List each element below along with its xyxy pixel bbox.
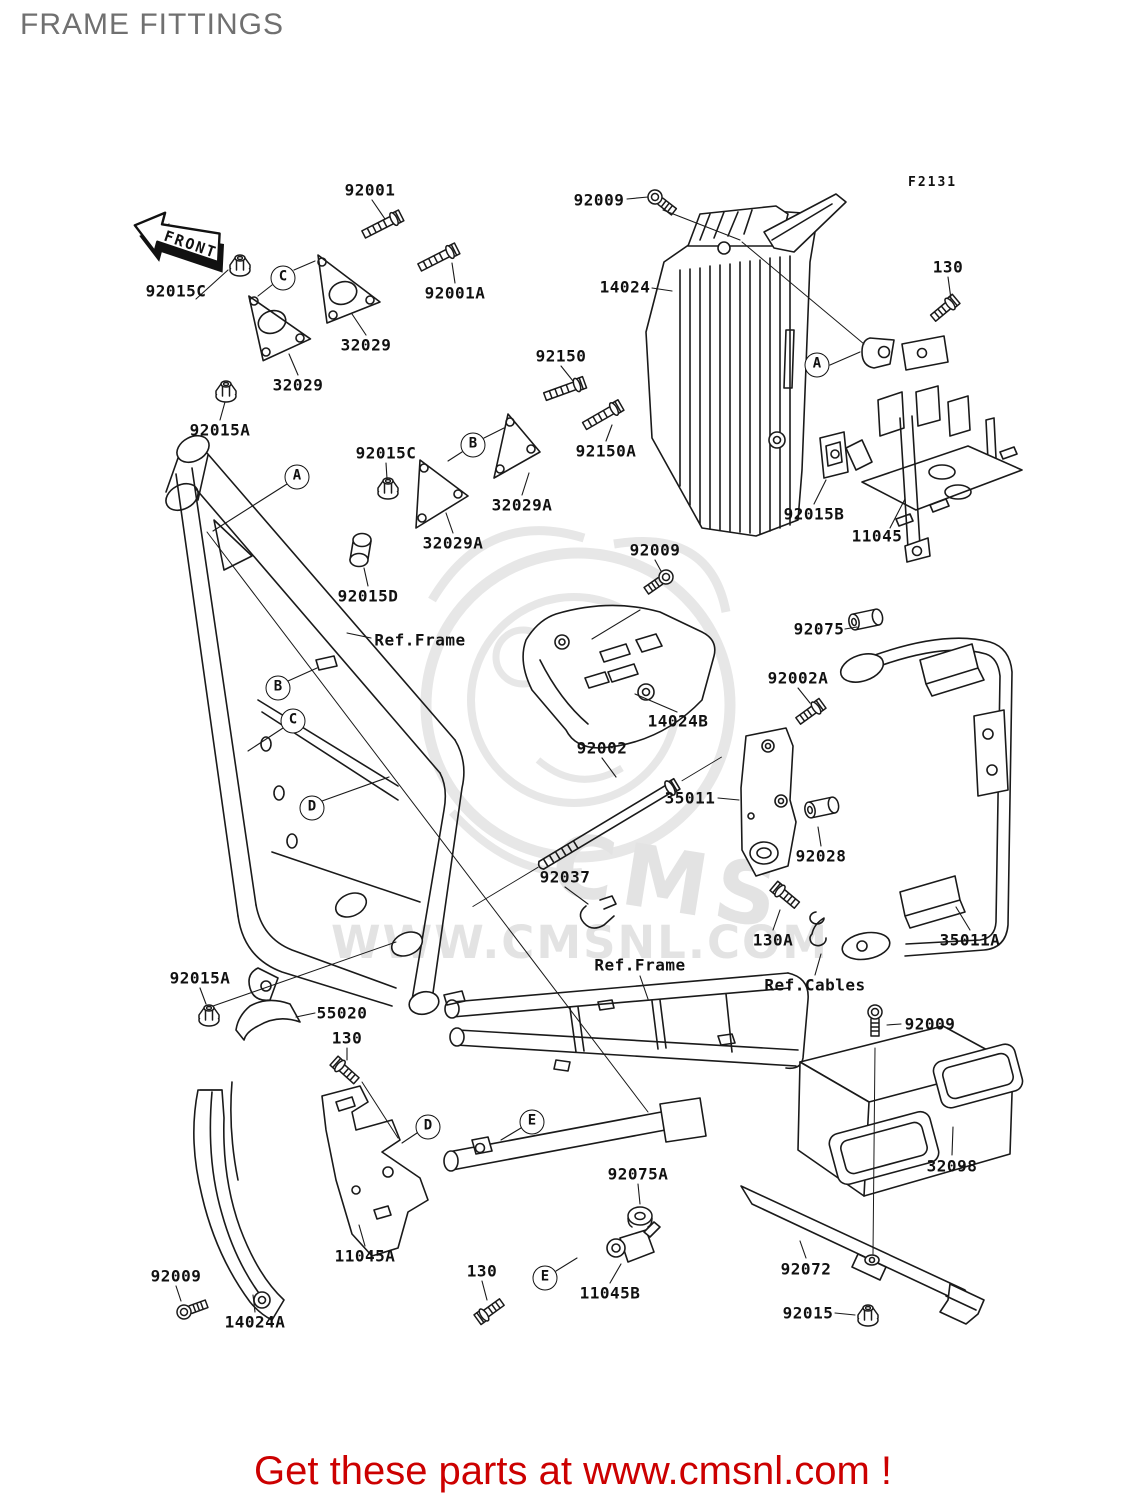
part-label-32098: 32098	[926, 1156, 978, 1176]
art-11045b	[606, 1221, 661, 1263]
part-label-32029: 32029	[340, 335, 392, 355]
callout-c: C	[270, 265, 296, 291]
part-label-14024b: 14024B	[647, 711, 709, 731]
art-32029-plates	[248, 254, 381, 362]
art-11045a	[321, 1085, 429, 1257]
part-label-92015a-2: 92015A	[169, 968, 231, 988]
part-label-11045a: 11045A	[334, 1246, 396, 1266]
callout-a: A	[804, 352, 830, 378]
part-label-130a: 130A	[752, 930, 794, 950]
part-label-92015b: 92015B	[783, 504, 845, 524]
part-label-92015: 92015	[782, 1303, 834, 1323]
callout-c-2: C	[280, 708, 306, 734]
art-14024b	[522, 604, 716, 749]
callout-d-2: D	[415, 1114, 441, 1140]
part-label-32029a: 32029A	[491, 495, 553, 515]
art-92015b	[819, 431, 849, 479]
art-32029a-plates	[415, 413, 541, 529]
art-ref-frame-main	[165, 434, 465, 1016]
callout-b: B	[460, 432, 486, 458]
part-label-ref-frame: Ref.Frame	[374, 630, 466, 650]
part-label-92015c: 92015C	[145, 281, 207, 301]
art-92015d	[349, 532, 372, 568]
part-label-55020: 55020	[316, 1003, 368, 1023]
part-label-92009-3: 92009	[904, 1014, 956, 1034]
art-ref-frame-rear	[443, 972, 809, 1172]
part-label-92009-4: 92009	[150, 1266, 202, 1286]
part-label-14024a: 14024A	[224, 1312, 286, 1332]
callout-d: D	[299, 795, 325, 821]
part-label-92075a: 92075A	[607, 1164, 669, 1184]
part-label-92015c-2: 92015C	[355, 443, 417, 463]
part-label-ref-cables: Ref.Cables	[764, 975, 866, 995]
part-label-92002a: 92002A	[767, 668, 829, 688]
art-55020	[235, 999, 301, 1041]
art-92037	[579, 895, 617, 929]
part-label-92002: 92002	[576, 738, 628, 758]
part-label-92037: 92037	[539, 867, 591, 887]
page-title: FRAME FITTINGS	[20, 8, 284, 41]
part-label-11045: 11045	[851, 526, 903, 546]
part-label-130: 130	[932, 257, 964, 277]
part-label-32029-2: 32029	[272, 375, 324, 395]
part-label-35011a: 35011A	[939, 930, 1001, 950]
part-label-130-3: 130	[466, 1261, 498, 1281]
art-35011	[740, 727, 797, 877]
part-label-92015a: 92015A	[189, 420, 251, 440]
art-32098	[797, 1025, 1024, 1197]
art-11045	[845, 335, 1023, 563]
part-label-11045b: 11045B	[579, 1283, 641, 1303]
part-label-92009-2: 92009	[629, 540, 681, 560]
part-label-92001a: 92001A	[424, 283, 486, 303]
part-label-14024: 14024	[599, 277, 651, 297]
part-label-92001: 92001	[344, 180, 396, 200]
part-label-92075: 92075	[793, 619, 845, 639]
part-label-92028: 92028	[795, 846, 847, 866]
part-label-92072: 92072	[780, 1259, 832, 1279]
figure-code: F2131	[908, 175, 958, 190]
art-14024	[645, 193, 847, 537]
callout-e-2: E	[532, 1265, 558, 1291]
part-label-32029a-2: 32029A	[422, 533, 484, 553]
callout-b-2: B	[265, 675, 291, 701]
art-fasteners	[174, 186, 962, 1327]
art-92072	[740, 1185, 985, 1325]
art-35011a	[839, 637, 1013, 961]
part-label-92150a: 92150A	[575, 441, 637, 461]
callout-a-2: A	[284, 464, 310, 490]
part-label-35011: 35011	[664, 788, 716, 808]
part-label-130-2: 130	[331, 1028, 363, 1048]
art-cable-hook	[809, 911, 827, 947]
part-label-92009: 92009	[573, 190, 625, 210]
callout-e: E	[519, 1109, 545, 1135]
leader-lines	[175, 196, 971, 1316]
part-label-ref-frame-2: Ref.Frame	[594, 955, 686, 975]
part-label-92015d: 92015D	[337, 586, 399, 606]
part-label-92150: 92150	[535, 346, 587, 366]
cmsnl-banner-link[interactable]: Get these parts at www.cmsnl.com !	[254, 1449, 892, 1493]
